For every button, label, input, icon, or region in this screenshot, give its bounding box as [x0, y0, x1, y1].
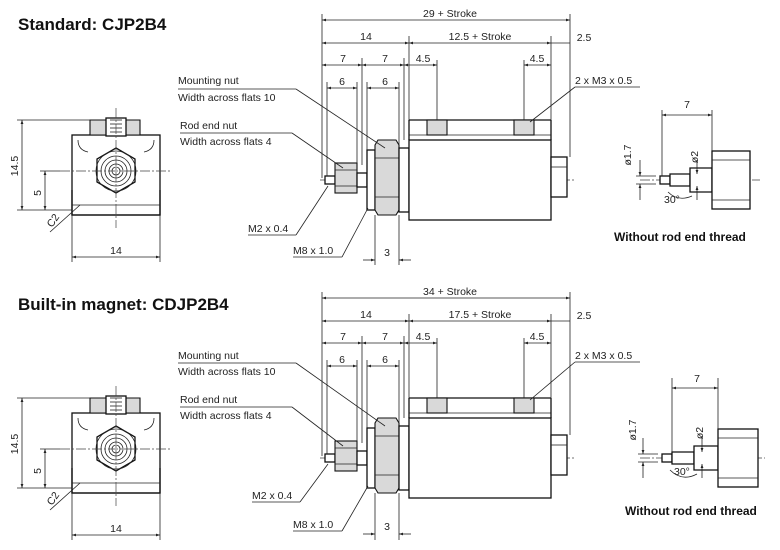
section-standard: Standard: CJP2B4 14.5 — [9, 8, 760, 265]
cylinder-body — [408, 139, 552, 221]
dim-nut-b: 7 — [382, 53, 388, 65]
label-ports: 2 x M3 x 0.5 — [575, 350, 632, 362]
label-mount-thread: M8 x 1.0 — [293, 519, 333, 531]
rear-cap — [550, 156, 568, 198]
detail-angle: 30° — [664, 194, 680, 206]
detail-len: 7 — [694, 373, 700, 385]
dim-overall: 29 + Stroke — [423, 8, 477, 20]
label-mounting-nut: Mounting nut — [178, 75, 239, 87]
dim-port-a: 4.5 — [416, 53, 431, 65]
label-rod-thread: M2 x 0.4 — [248, 223, 288, 235]
dim-nut-d: 6 — [382, 76, 388, 88]
dim-nut-d: 6 — [382, 354, 388, 366]
end-view: 14.5 5 C2 14 — [9, 386, 170, 540]
dim-nut-b: 7 — [382, 331, 388, 343]
section-title: Standard: CJP2B4 — [18, 15, 167, 34]
label-rod-thread: M2 x 0.4 — [252, 490, 292, 502]
detail-view: 7 ø1.7 ø2 30° Without rod end thread — [625, 373, 765, 518]
dim-width: 14 — [110, 245, 122, 257]
detail-d2: ø2 — [694, 427, 706, 439]
label-mount-thread: M8 x 1.0 — [293, 245, 333, 257]
label-ports: 2 x M3 x 0.5 — [575, 75, 632, 87]
detail-caption: Without rod end thread — [625, 504, 757, 518]
dim-nut-a: 7 — [340, 53, 346, 65]
side-view: 29 + Stroke 14 12.5 + Stroke 2.5 7 7 4.5… — [178, 8, 640, 265]
section-built-in-magnet: Built-in magnet: CDJP2B4 14.5 — [9, 286, 765, 540]
side-view: 34 + Stroke 14 17.5 + Stroke 2.5 7 7 4.5… — [178, 286, 640, 540]
dim-flange: 3 — [384, 521, 390, 533]
label-mounting-nut: Mounting nut — [178, 350, 239, 362]
label-rod-nut: Rod end nut — [180, 394, 237, 406]
detail-angle: 30° — [674, 466, 690, 478]
dim-port-b: 4.5 — [530, 53, 545, 65]
dim-nut-c: 6 — [339, 76, 345, 88]
end-view: 14.5 5 C2 14 — [9, 108, 170, 262]
dim-flange: 3 — [384, 247, 390, 259]
detail-view: 7 ø1.7 ø2 30° Without rod end thread — [614, 99, 760, 244]
mounting-nut — [374, 139, 400, 216]
detail-caption: Without rod end thread — [614, 230, 746, 244]
dim-center: 5 — [32, 190, 44, 196]
dim-port-a: 4.5 — [416, 331, 431, 343]
rod-end-nut — [334, 162, 358, 194]
label-rod-nut-flats: Width across flats 4 — [180, 136, 272, 148]
port-a — [426, 119, 448, 136]
dim-port-b: 4.5 — [530, 331, 545, 343]
dim-overall: 34 + Stroke — [423, 286, 477, 298]
dim-height: 14.5 — [9, 156, 21, 177]
dim-nut-a: 7 — [340, 331, 346, 343]
detail-len: 7 — [684, 99, 690, 111]
dim-front: 14 — [360, 31, 372, 43]
label-mounting-nut-flats: Width across flats 10 — [178, 92, 276, 104]
dim-body: 12.5 + Stroke — [449, 31, 512, 43]
dim-width: 14 — [110, 523, 122, 535]
dim-body: 17.5 + Stroke — [449, 309, 512, 321]
dim-front: 14 — [360, 309, 372, 321]
dim-nut-c: 6 — [339, 354, 345, 366]
label-rod-nut-flats: Width across flats 4 — [180, 410, 272, 422]
detail-d1: ø1.7 — [622, 144, 634, 165]
dim-height: 14.5 — [9, 434, 21, 455]
detail-d2: ø2 — [689, 151, 701, 163]
detail-d1: ø1.7 — [627, 419, 639, 440]
dim-chamfer: C2 — [45, 212, 63, 230]
port-b — [513, 119, 535, 136]
label-rod-nut: Rod end nut — [180, 120, 237, 132]
dim-center: 5 — [32, 468, 44, 474]
dim-rear: 2.5 — [577, 310, 592, 322]
label-mounting-nut-flats: Width across flats 10 — [178, 366, 276, 378]
rod-end — [324, 175, 336, 185]
dim-chamfer: C2 — [45, 490, 63, 508]
section-title: Built-in magnet: CDJP2B4 — [18, 295, 229, 314]
dim-rear: 2.5 — [577, 32, 592, 44]
